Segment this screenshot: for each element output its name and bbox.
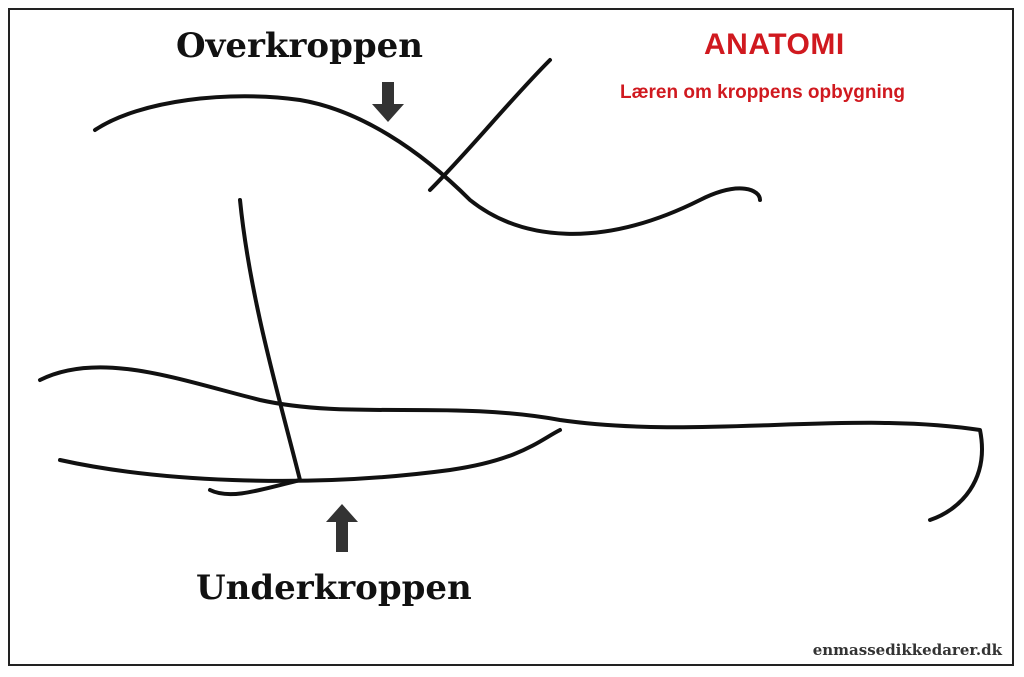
- page-subtitle: Læren om kroppens opbygning: [620, 82, 906, 103]
- illustration-outline-base: [58, 428, 562, 483]
- illustration-outline-upper: [93, 94, 762, 236]
- illustration-outline-limb: [428, 58, 552, 192]
- illustration-outline-lower: [38, 365, 984, 522]
- source-credit: enmassedikkedarer.dk: [812, 641, 1002, 659]
- page-title: ANATOMI: [704, 28, 845, 61]
- arrow-down-icon: [372, 82, 404, 122]
- arrows: [326, 82, 404, 552]
- image-frame: [8, 8, 1014, 666]
- upper-body-label: Overkroppen: [176, 26, 423, 66]
- arrow-up-icon: [326, 504, 358, 552]
- illustration-outline-middle: [208, 198, 302, 497]
- lower-body-label: Underkroppen: [196, 568, 472, 608]
